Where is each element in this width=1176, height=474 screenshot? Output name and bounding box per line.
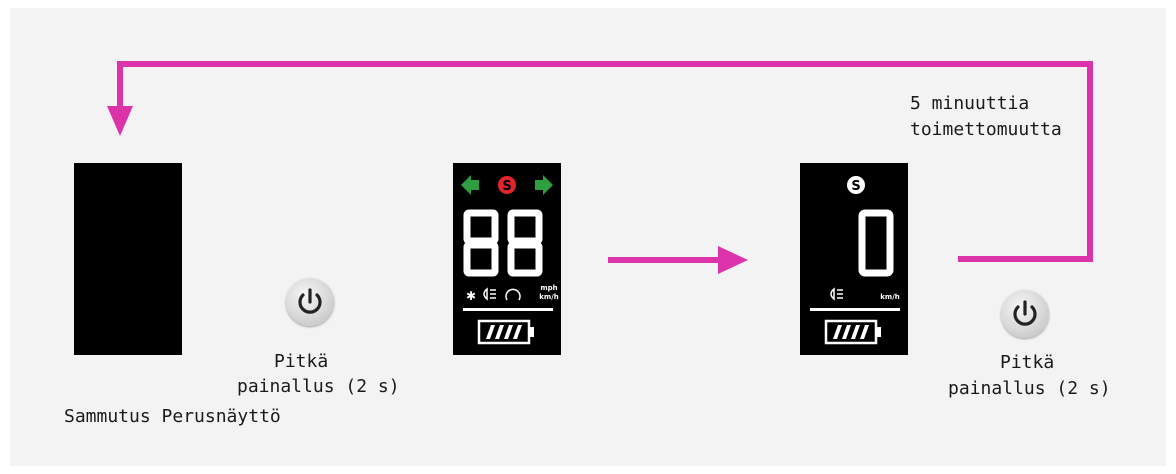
arrow-right-icon xyxy=(535,175,553,195)
long-press-label-left: Pitkä xyxy=(274,349,328,375)
power-icon xyxy=(1013,300,1037,326)
display-divider xyxy=(810,308,900,311)
unit-kmh: km/h xyxy=(539,293,559,301)
s-badge-icon: S xyxy=(847,176,865,194)
headlight-icon xyxy=(483,287,496,301)
timeout-line2: toimettomuutta xyxy=(910,119,1062,140)
long-press-label-left-2: painallus (2 s) xyxy=(237,374,400,400)
svg-text:S: S xyxy=(851,179,860,194)
basic-display: S km/h xyxy=(800,163,908,355)
svg-text:S: S xyxy=(502,179,511,194)
power-button-right[interactable] xyxy=(1001,290,1049,338)
power-button-left[interactable] xyxy=(286,278,334,326)
basic-display-graphics: S km/h xyxy=(810,176,900,345)
power-icon xyxy=(298,288,322,314)
transition-arrowhead xyxy=(718,246,748,274)
flow-arrows xyxy=(107,61,1093,274)
diagram-canvas: Pitkä painallus (2 s) Sammutus Perusnäyt… xyxy=(10,8,1166,466)
timeout-line1: 5 minuuttia xyxy=(910,93,1030,114)
return-loop-arrow xyxy=(117,61,1093,262)
speed-digit-zero xyxy=(858,209,894,277)
long-press-label-right: Pitkä xyxy=(1000,350,1054,376)
return-loop-arrowhead xyxy=(107,106,133,136)
unit-kmh: km/h xyxy=(880,293,900,301)
headlight-icon xyxy=(830,287,843,301)
long-press-right-line2: painallus (2 s) xyxy=(948,378,1111,399)
cruise-icon xyxy=(505,288,521,301)
battery-icon xyxy=(824,319,881,345)
bluetooth-icon: ✱ xyxy=(466,289,476,303)
long-press-label-right-2: painallus (2 s) xyxy=(948,376,1111,402)
s-badge-icon: S xyxy=(498,176,516,194)
timeout-label: 5 minuuttia toimettomuutta xyxy=(910,91,1062,143)
full-display-graphics: S ✱ mph km/h xyxy=(461,175,559,345)
long-press-right-line1: Pitkä xyxy=(1000,352,1055,373)
bottom-caption: Sammutus Perusnäyttö xyxy=(64,406,281,427)
long-press-left-line2: painallus (2 s) xyxy=(237,376,400,397)
unit-mph: mph xyxy=(540,284,557,292)
battery-icon xyxy=(477,319,534,345)
off-display xyxy=(74,163,182,355)
speed-digits xyxy=(463,209,543,277)
long-press-left-line1: Pitkä xyxy=(274,351,329,372)
full-display: S ✱ mph km/h xyxy=(453,163,561,355)
arrow-left-icon xyxy=(461,175,479,195)
display-divider xyxy=(463,308,553,311)
